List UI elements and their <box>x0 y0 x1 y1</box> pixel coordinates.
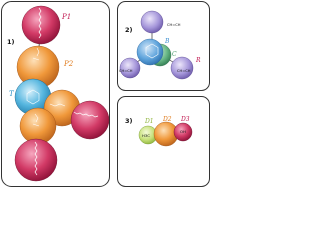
r-sphere-top <box>140 10 164 34</box>
d1-label: D1 <box>144 118 154 125</box>
panel-3-number: 3) <box>125 117 133 125</box>
p1-sphere-top <box>21 5 61 45</box>
end-group-left: CH=CH <box>119 69 133 73</box>
t-label: T <box>9 90 15 98</box>
b-label: B <box>164 38 170 45</box>
d3-label: D3 <box>180 116 190 123</box>
d2-label: D2 <box>162 116 172 123</box>
ester-link-lower <box>32 113 40 127</box>
triazine-ring <box>26 89 40 105</box>
r-sphere-right <box>170 56 194 80</box>
p1-sphere-bottom <box>14 138 58 182</box>
panel-1-number: 1) <box>7 38 15 46</box>
end-group-right: CH=CH <box>177 69 191 73</box>
p2-label: P2 <box>63 60 74 68</box>
end-group-top: CH=CH <box>167 23 181 27</box>
p1-label: P1 <box>61 13 71 21</box>
ester-link-right <box>49 103 66 107</box>
r-sphere-left <box>119 57 141 79</box>
d3-sphere <box>173 122 193 142</box>
panel-2-number: 2) <box>125 26 133 34</box>
coarse-grained-model-diagram: 1) P1 P2 T 2) B <box>1 1 210 187</box>
end-group-methyl: H3C <box>142 133 150 138</box>
alkyl-chain-bottom <box>34 141 38 176</box>
b-sphere <box>136 38 164 66</box>
alkyl-chain-top <box>38 7 42 39</box>
panel-2-core-ring <box>145 43 159 59</box>
ester-link-upper <box>32 47 40 61</box>
alkyl-chain-right <box>73 111 99 118</box>
p2-sphere-lower <box>19 107 57 145</box>
end-group-hydroxyl: OH <box>180 129 186 134</box>
r-label: R <box>195 57 201 64</box>
p1-sphere-right <box>70 100 110 140</box>
c-label: C <box>172 51 177 58</box>
